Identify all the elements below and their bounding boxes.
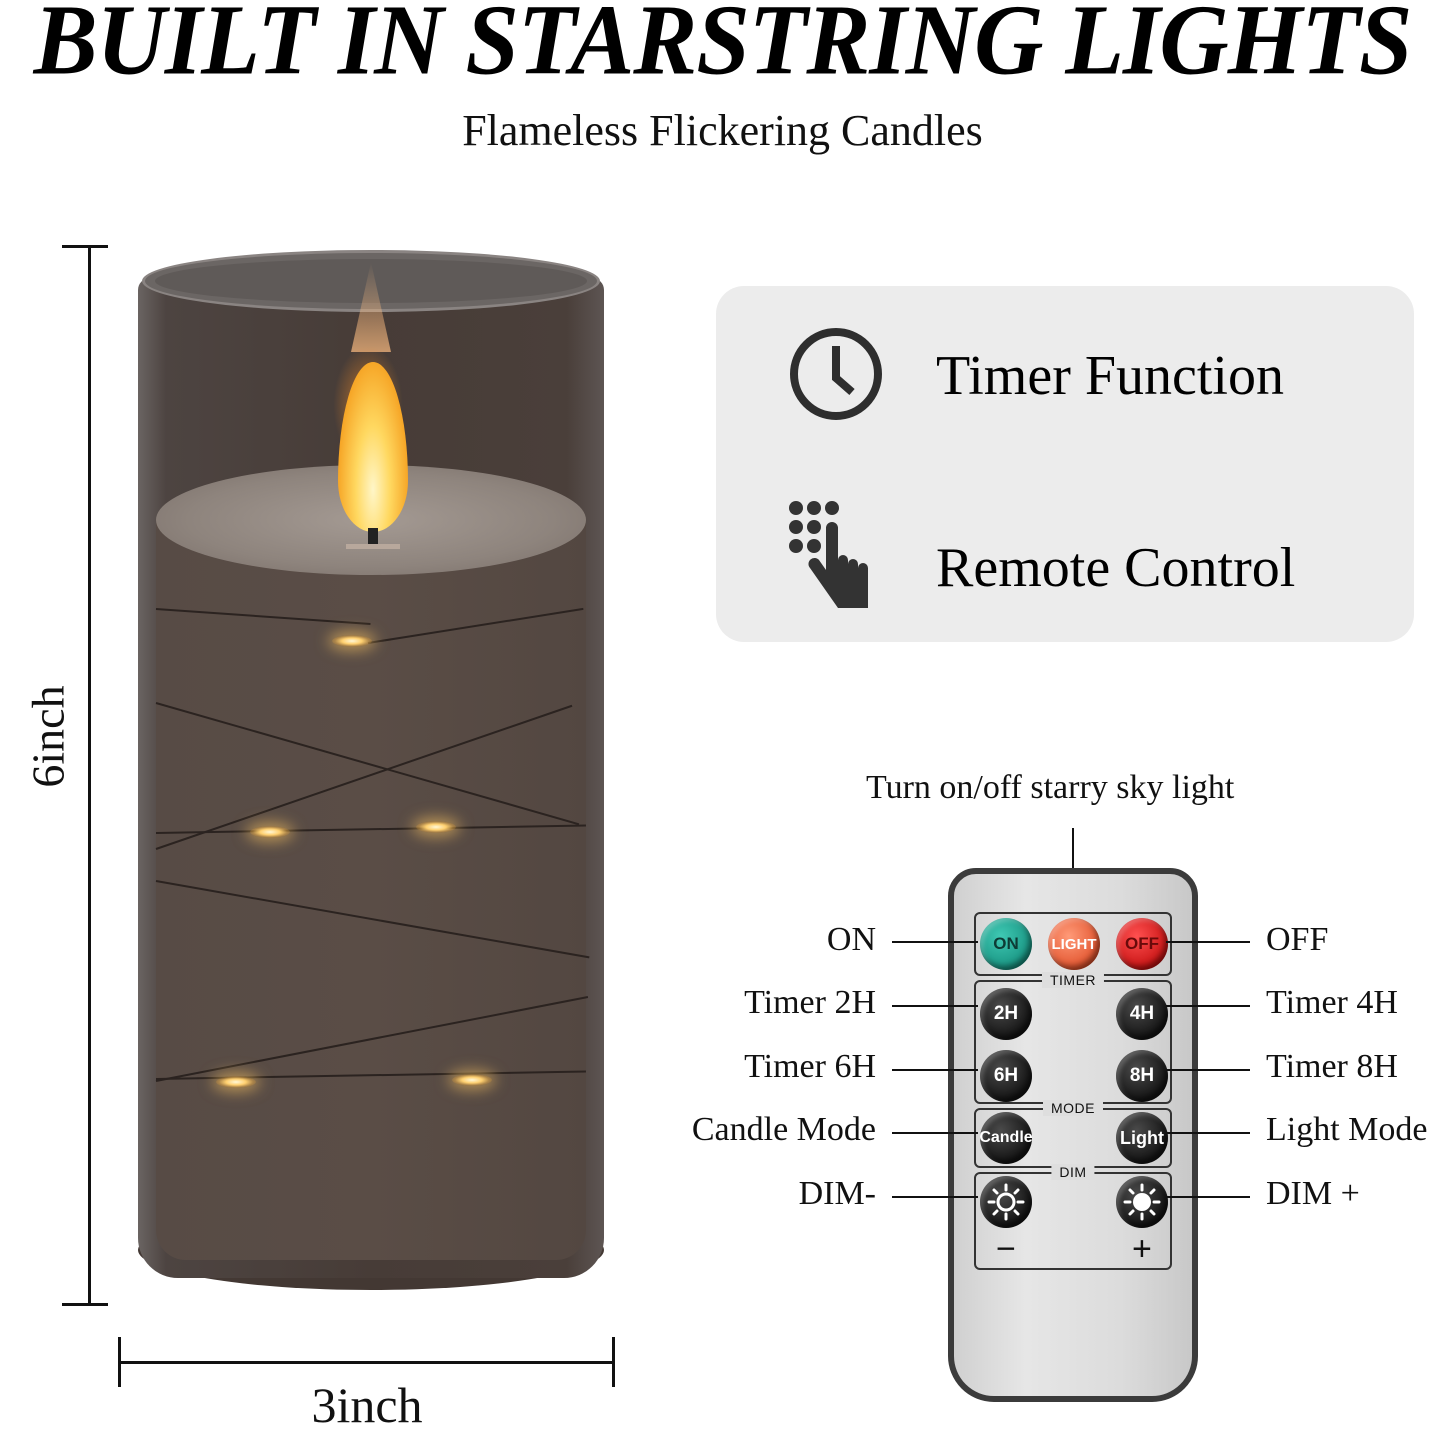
callout-line [1166, 1069, 1250, 1071]
dim-minus-button[interactable] [980, 1176, 1032, 1228]
power-button-group: ON LIGHT OFF [974, 912, 1172, 976]
headline-title: BUILT IN STARSTRING LIGHTS [33, 0, 1413, 96]
candle-illustration [138, 250, 604, 1300]
mode-button-group: MODE Candle Light [974, 1100, 1172, 1168]
led-bead [452, 1074, 492, 1086]
callout-off: OFF [1266, 921, 1329, 958]
dim-plus-sign: + [1132, 1230, 1152, 1268]
callout-line [1166, 1005, 1250, 1007]
feature-label-remote: Remote Control [936, 537, 1296, 599]
callout-timer-6h: Timer 6H [744, 1048, 876, 1085]
width-dimension-tick-left [118, 1337, 121, 1387]
height-dimension-tick-bottom [62, 1303, 108, 1306]
wick [368, 528, 378, 546]
timer-6h-button[interactable]: 6H [980, 1050, 1032, 1102]
height-dimension-label: 6inch [22, 685, 74, 788]
candle-mode-button[interactable]: Candle [979, 1112, 1033, 1164]
off-button[interactable]: OFF [1116, 918, 1168, 970]
wick-plate [346, 544, 400, 549]
callout-dim-minus: DIM- [798, 1175, 876, 1212]
callout-line [892, 1132, 978, 1134]
light-mode-button[interactable]: Light [1116, 1112, 1168, 1164]
remote-control: ON LIGHT OFF TIMER 2H 4H 6H 8H MODE Cand… [948, 868, 1198, 1402]
remote-light-caption: Turn on/off starry sky light [866, 769, 1235, 806]
callout-line [1166, 1196, 1250, 1198]
timer-group-label: TIMER [1041, 972, 1105, 988]
feature-panel: Timer Function Remote Control [716, 286, 1414, 642]
dim-plus-button[interactable] [1116, 1176, 1168, 1228]
dim-button-group: DIM − [974, 1164, 1172, 1270]
callout-dim-plus: DIM + [1266, 1175, 1360, 1212]
subheadline: Flameless Flickering Candles [462, 106, 983, 155]
on-button[interactable]: ON [980, 918, 1032, 970]
callout-candle-mode: Candle Mode [691, 1111, 876, 1148]
led-bead [332, 635, 372, 647]
callout-timer-4h: Timer 4H [1266, 984, 1398, 1021]
callout-line [1166, 941, 1250, 943]
dim-minus-sign: − [996, 1230, 1016, 1268]
wax-pillar [156, 520, 586, 1260]
feature-label-timer: Timer Function [936, 345, 1284, 407]
led-bead [416, 821, 456, 833]
width-dimension-line [120, 1361, 614, 1364]
callout-timer-2h: Timer 2H [744, 984, 876, 1021]
timer-8h-button[interactable]: 8H [1116, 1050, 1168, 1102]
timer-button-group: TIMER 2H 4H 6H 8H [974, 972, 1172, 1104]
callout-timer-8h: Timer 8H [1266, 1048, 1398, 1085]
sun-filled-icon [1123, 1183, 1161, 1221]
mode-group-label: MODE [1043, 1100, 1103, 1116]
led-bead [216, 1076, 256, 1088]
callout-line [892, 1005, 978, 1007]
clock-icon [790, 328, 882, 420]
timer-2h-button[interactable]: 2H [980, 988, 1032, 1040]
light-button[interactable]: LIGHT [1048, 918, 1100, 970]
width-dimension-label: 3inch [311, 1377, 423, 1433]
led-bead [250, 826, 290, 838]
dim-group-label: DIM [1051, 1164, 1095, 1180]
touch-keypad-icon [789, 501, 868, 608]
callout-line [1166, 1132, 1250, 1134]
timer-4h-button[interactable]: 4H [1116, 988, 1168, 1040]
callout-line [892, 941, 978, 943]
sun-outline-icon [987, 1183, 1025, 1221]
callout-light-mode: Light Mode [1266, 1111, 1428, 1148]
callout-on: ON [826, 921, 876, 958]
height-dimension-line [88, 246, 91, 1306]
callout-line [892, 1069, 978, 1071]
height-dimension-tick-top [62, 245, 108, 248]
width-dimension-tick-right [612, 1337, 615, 1387]
callout-line [892, 1196, 978, 1198]
